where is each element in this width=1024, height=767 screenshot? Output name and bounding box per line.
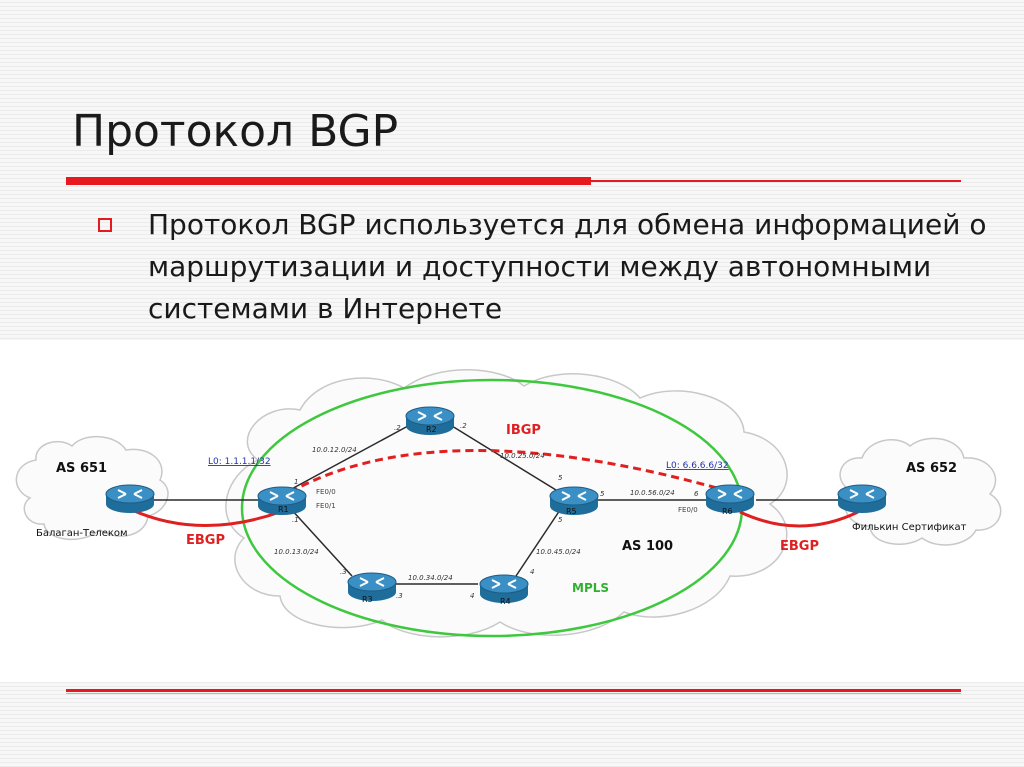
host-r5-right: 5	[600, 490, 605, 498]
router-balagan-label: Балаган-Телеком	[36, 528, 128, 539]
router-r5-label: R5	[566, 507, 577, 516]
host-r3-up: .3	[340, 568, 347, 576]
host-r5-down: 5	[558, 516, 563, 524]
ebgp-right-label: EBGP	[780, 539, 819, 554]
title-underline	[66, 177, 591, 185]
ebgp-session-left	[131, 508, 281, 527]
host-r1-up: 1	[294, 478, 298, 486]
router-icon-filkin	[837, 484, 887, 514]
as652-label: AS 652	[906, 461, 957, 476]
ebgp-left-label: EBGP	[186, 533, 225, 548]
footer-divider	[66, 689, 961, 692]
host-r3-right: .3	[396, 592, 403, 600]
host-r4-up: 4	[530, 568, 534, 576]
host-r4-left: 4	[470, 592, 474, 600]
mpls-label: MPLS	[572, 581, 609, 595]
r1-fe00-label: FE0/0	[316, 488, 336, 496]
router-icon-balagan	[105, 484, 155, 514]
router-r1-label: R1	[278, 505, 289, 514]
host-r6-left: 6	[694, 490, 699, 498]
ibgp-session	[289, 449, 725, 494]
host-r2-right: .2	[460, 422, 467, 430]
subnet-r4-r5: 10.0.45.0/24	[536, 548, 581, 556]
as652-cloud	[839, 437, 1002, 546]
bullet-text: Протокол BGP используется для обмена инф…	[148, 208, 987, 325]
subnet-r1-r3: 10.0.13.0/24	[274, 548, 319, 556]
ebgp-session-right	[739, 510, 859, 528]
network-links	[152, 425, 838, 585]
slide-title: Протокол BGP	[72, 106, 399, 157]
router-r6-label: R6	[722, 507, 733, 516]
subnet-r2-r5: 10.0.25.0/24	[500, 452, 545, 460]
subnet-r1-r2: 10.0.12.0/24	[312, 446, 357, 454]
r6-loopback-label: L0: 6.6.6.6/32	[666, 461, 729, 471]
r1-fe01-label: FE0/1	[316, 502, 336, 510]
as100-label: AS 100	[622, 539, 673, 554]
router-filkin-label: Филькин Сертификат	[852, 522, 967, 533]
r6-fe00-label: FE0/0	[678, 506, 698, 514]
as100-cloud	[225, 369, 788, 638]
subnet-r5-r6: 10.0.56.0/24	[630, 489, 675, 497]
host-r1-down: .1	[292, 516, 299, 524]
host-r5-up: 5	[558, 474, 563, 482]
router-r4-label: R4	[500, 597, 511, 606]
footer-divider-thin	[66, 693, 961, 694]
as651-cloud	[15, 435, 169, 541]
title-underline-thin	[591, 180, 961, 182]
bgp-network-diagram: AS 651 AS 652 AS 100 MPLS IBGP EBGP EBGP…	[0, 340, 1024, 682]
as651-label: AS 651	[56, 461, 107, 476]
r1-loopback-label: L0: 1.1.1.1/32	[208, 457, 271, 467]
router-r3-label: R3	[362, 595, 373, 604]
subnet-r3-r4: 10.0.34.0/24	[408, 574, 453, 582]
router-r2-label: R2	[426, 425, 437, 434]
ibgp-label: IBGP	[506, 423, 541, 438]
host-r2-left: .2	[394, 424, 401, 432]
bullet-square-icon	[98, 218, 112, 232]
